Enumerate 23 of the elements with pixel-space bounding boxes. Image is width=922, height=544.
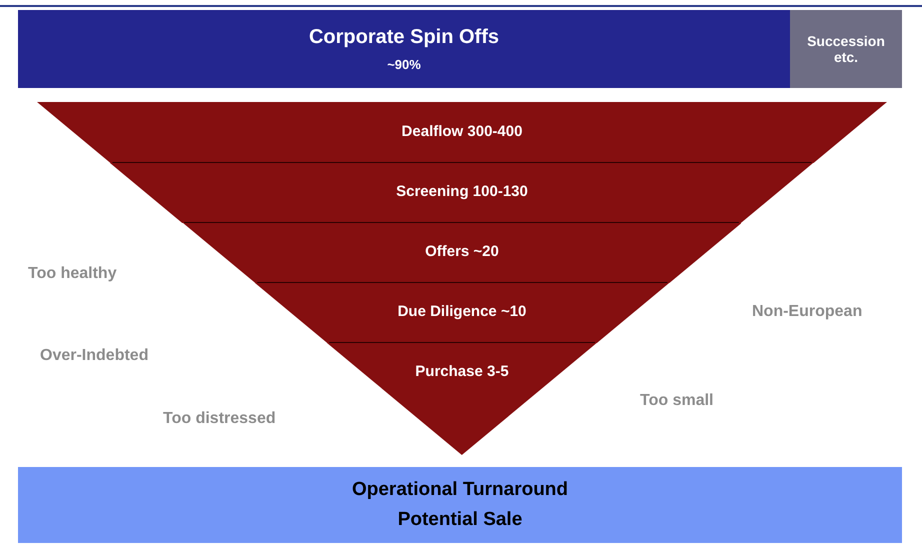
exclusion-label: Too healthy (28, 265, 117, 283)
stage-label: Dealflow 300-400 (400, 122, 524, 140)
bar-title: Succession etc. (806, 33, 886, 65)
spin-offs-bar (18, 10, 790, 88)
bar-title: Operational Turnaround (352, 479, 568, 501)
funnel-stage (254, 283, 670, 343)
funnel-stage (110, 163, 814, 223)
stage-label: Screening 100-130 (395, 183, 529, 200)
bar-title: Corporate Spin Offs (308, 26, 499, 49)
exclusion-label: Non-European (752, 303, 862, 321)
stage-label: Purchase 3-5 (414, 363, 510, 380)
stage-label: Offers ~20 (424, 243, 500, 260)
exclusion-label: Over-Indebted (40, 347, 148, 365)
funnel-stage (182, 223, 742, 283)
funnel-stage (327, 343, 597, 455)
funnel-stage (37, 102, 887, 163)
turnaround-bar (18, 467, 902, 543)
succession-bar (790, 10, 902, 88)
exclusion-label: Too small (640, 392, 714, 410)
stage-label: Due Diligence ~10 (396, 303, 528, 320)
exclusion-label: Too distressed (163, 410, 276, 428)
bar-subtitle: ~90% (387, 57, 421, 72)
bar-subtitle: Potential Sale (398, 509, 522, 531)
